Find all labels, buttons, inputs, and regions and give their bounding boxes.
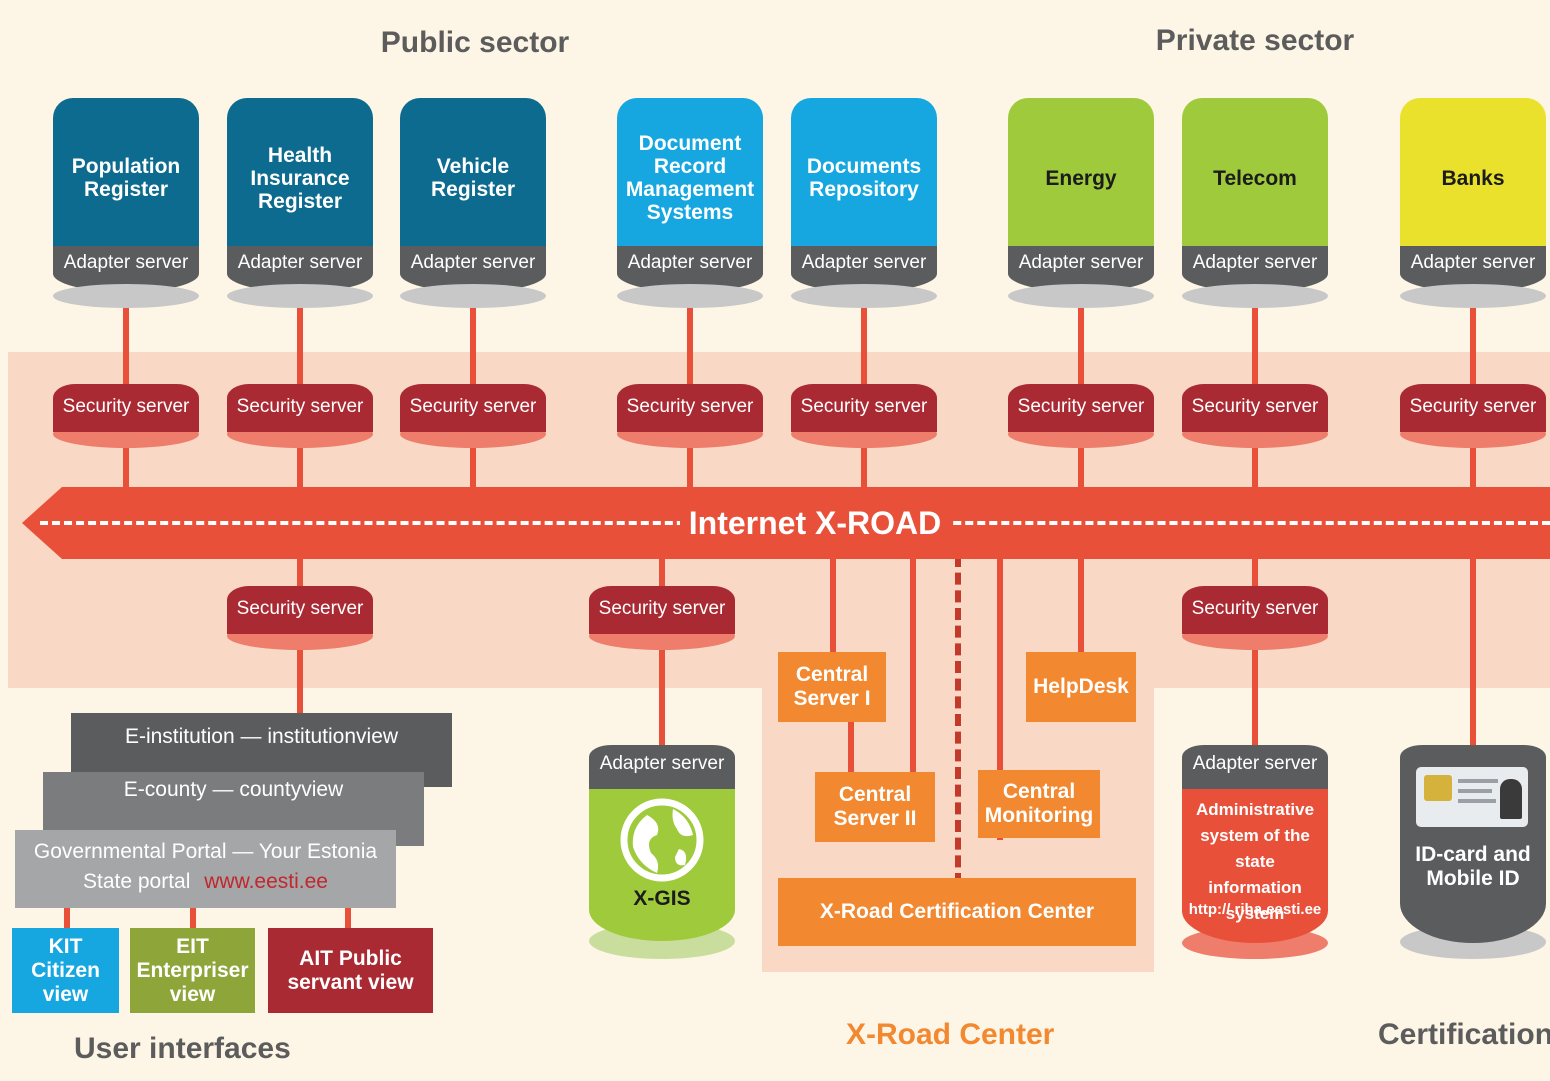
cylinder-base <box>227 284 373 308</box>
database-label: Telecom <box>1182 98 1328 258</box>
riha-url: http:// riha.eesti.ee <box>1188 901 1322 918</box>
connector-line <box>1470 555 1476 755</box>
administrative-system-label: Administrative system of the state infor… <box>1195 800 1315 923</box>
adapter-server-label: Adapter server <box>1182 745 1328 789</box>
security-server: Security server <box>1008 384 1154 454</box>
id-card-image <box>1416 767 1528 827</box>
cylinder-base <box>1008 284 1154 308</box>
administrative-system-database: Adapter server Administrative system of … <box>1182 745 1328 960</box>
cylinder-base <box>1400 284 1546 308</box>
security-server: Security server <box>1400 384 1546 454</box>
database-label: Banks <box>1400 98 1546 258</box>
database-documents-repository: Documents Repository Adapter server <box>791 98 937 312</box>
database-health-insurance-register: Health Insurance Register Adapter server <box>227 98 373 312</box>
globe-icon <box>620 798 704 882</box>
xroad-label: Internet X-ROAD <box>680 500 950 546</box>
database-label: Energy <box>1008 98 1154 258</box>
security-server: Security server <box>400 384 546 454</box>
cylinder-base <box>617 284 763 308</box>
dashed-connector-line <box>955 555 967 885</box>
idcard-database: ID-card and Mobile ID <box>1400 745 1546 960</box>
connector-line <box>659 555 665 755</box>
security-server: Security server <box>227 586 373 656</box>
helpdesk-box: HelpDesk <box>1026 652 1136 722</box>
idcard-label: ID-card and Mobile ID <box>1415 843 1531 890</box>
database-label: Population Register <box>53 98 199 258</box>
connector-line <box>1252 555 1258 755</box>
cylinder-base <box>53 284 199 308</box>
security-server: Security server <box>617 384 763 454</box>
cylinder-base <box>400 284 546 308</box>
user-interfaces-heading: User interfaces <box>74 1032 291 1065</box>
connector-line <box>997 555 1003 840</box>
database-label: Document Record Management Systems <box>617 98 763 258</box>
cylinder-base <box>1182 284 1328 308</box>
database-vehicle-register: Vehicle Register Adapter server <box>400 98 546 312</box>
security-server: Security server <box>227 384 373 454</box>
xgis-label: X-GIS <box>633 887 691 910</box>
security-server: Security server <box>589 586 735 656</box>
private-sector-heading: Private sector <box>1155 24 1355 57</box>
connector-line <box>64 905 70 930</box>
connector-line <box>1078 555 1084 655</box>
cylinder-base <box>791 284 937 308</box>
database-population-register: Population Register Adapter server <box>53 98 199 312</box>
ait-public-servant-view: AIT Public servant view <box>268 928 433 1013</box>
database-label: Health Insurance Register <box>227 98 373 258</box>
connector-line <box>910 555 916 840</box>
certification-center-heading: Certification Center <box>1378 1020 1550 1050</box>
xroad-certification-center-box: X-Road Certification Center <box>778 878 1136 946</box>
public-sector-heading: Public sector <box>380 26 570 59</box>
security-server: Security server <box>1182 384 1328 454</box>
governmental-portal-panel: Governmental Portal — Your Estonia State… <box>15 830 396 908</box>
security-server: Security server <box>1182 586 1328 656</box>
portal-subtitle: State portal <box>83 870 191 893</box>
connector-line <box>345 905 351 930</box>
xgis-database: Adapter server X-GIS <box>589 745 735 960</box>
portal-title: Governmental Portal — Your Estonia <box>33 840 378 863</box>
database-telecom: Telecom Adapter server <box>1182 98 1328 312</box>
connector-line <box>830 555 836 655</box>
security-server: Security server <box>53 384 199 454</box>
database-document-record-management: Document Record Management Systems Adapt… <box>617 98 763 312</box>
portal-url: www.eesti.ee <box>204 870 328 893</box>
connector-line <box>848 720 854 775</box>
kit-citizen-view: KIT Citizen view <box>12 928 119 1013</box>
database-label: Documents Repository <box>791 98 937 258</box>
database-banks: Banks Adapter server <box>1400 98 1546 312</box>
central-server-2-box: Central Server II <box>815 772 935 842</box>
connector-line <box>190 905 196 930</box>
database-label: Vehicle Register <box>400 98 546 258</box>
security-server: Security server <box>791 384 937 454</box>
adapter-server-label: Adapter server <box>589 745 735 789</box>
eit-enterpriser-view: EIT Enterpriser view <box>130 928 255 1013</box>
xroad-center-heading: X-Road Center <box>846 1018 1055 1051</box>
central-monitoring-box: Central Monitoring <box>978 770 1100 838</box>
central-server-1-box: Central Server I <box>778 652 886 722</box>
database-energy: Energy Adapter server <box>1008 98 1154 312</box>
